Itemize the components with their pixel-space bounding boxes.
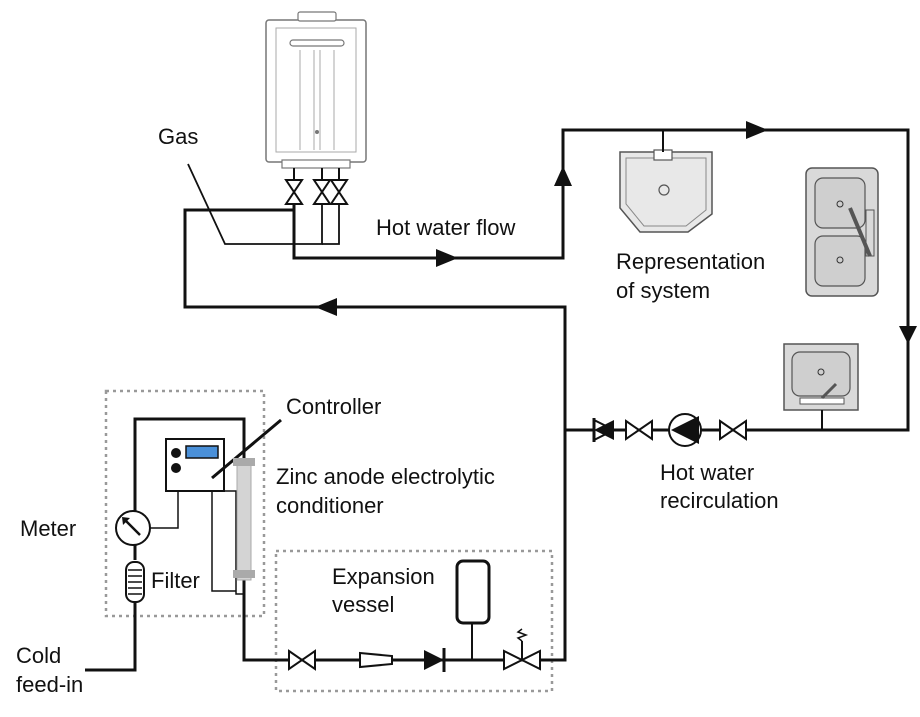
conditioner-box xyxy=(104,389,266,618)
controller-label: Controller xyxy=(286,394,382,419)
check-valve-icon xyxy=(592,418,617,442)
gas-label: Gas xyxy=(158,124,199,149)
cold-feed-pipe xyxy=(85,417,567,672)
recirculation-components xyxy=(592,413,747,447)
meter-icon xyxy=(115,492,179,546)
expansion-box xyxy=(274,549,554,693)
inlet-valve xyxy=(288,650,316,670)
gas-pipe xyxy=(187,163,340,245)
hot-recirc-label-2: recirculation xyxy=(660,488,779,513)
heater-valves xyxy=(285,168,348,205)
expansion-label-1: Expansion xyxy=(332,564,435,589)
safety-valve-icon xyxy=(503,628,541,671)
inlet-components xyxy=(288,559,541,672)
water-heater-icon xyxy=(265,11,367,169)
pump-icon xyxy=(668,413,702,447)
recirc-valve-1 xyxy=(625,420,653,440)
representation-label-2: of system xyxy=(616,278,711,303)
zinc-label-1: Zinc anode electrolytic xyxy=(276,464,495,489)
check-valve-2-icon xyxy=(424,648,446,672)
hot-recirc-label-1: Hot water xyxy=(660,460,755,485)
single-sink-icon xyxy=(783,343,859,430)
expansion-vessel-icon xyxy=(455,559,491,660)
double-sink-icon xyxy=(805,167,879,297)
hot-water-flow-label: Hot water flow xyxy=(376,215,516,240)
pressure-reducer-icon xyxy=(359,651,393,669)
representation-label-1: Representation xyxy=(616,249,766,274)
controller-icon xyxy=(165,418,282,595)
zinc-label-2: conditioner xyxy=(276,493,384,518)
zinc-anode-conditioner-icon xyxy=(233,458,255,581)
cold-label-2: feed-in xyxy=(16,672,84,697)
hot-water-flow-pipe xyxy=(292,121,917,432)
meter-label: Meter xyxy=(20,516,77,541)
recirc-valve-2 xyxy=(719,420,747,440)
cold-label-1: Cold xyxy=(16,643,62,668)
filter-icon xyxy=(125,561,145,603)
filter-label: Filter xyxy=(151,568,200,593)
expansion-label-2: vessel xyxy=(332,592,395,617)
shower-tray-icon xyxy=(619,130,713,233)
